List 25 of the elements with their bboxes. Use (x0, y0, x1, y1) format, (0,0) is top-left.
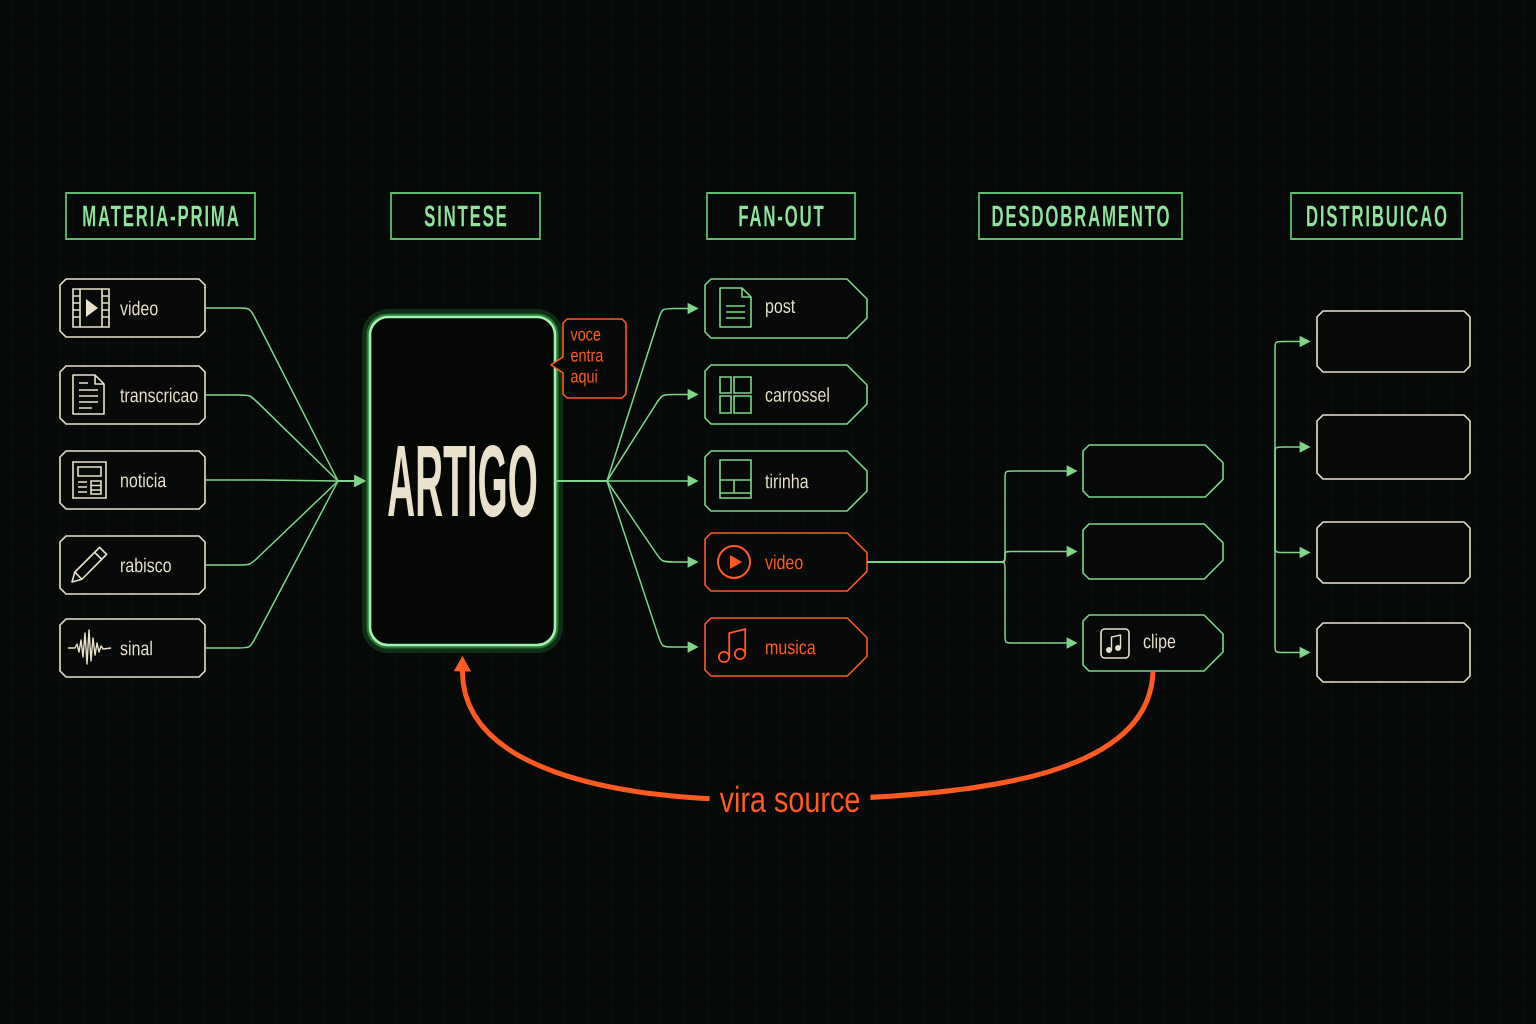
output-box: carrossel (704, 364, 868, 425)
input-box: noticia (59, 450, 206, 510)
empty-box (1082, 444, 1224, 498)
header-box: DISTRIBUICAO (1290, 192, 1463, 240)
output-box: post (704, 278, 868, 339)
header-box: MATERIA-PRIMA (65, 192, 256, 240)
input-box: rabisco (59, 535, 206, 595)
callout-bubble: voce entra aqui (550, 318, 627, 399)
input-box: transcricao (59, 365, 206, 425)
output-box: video (704, 532, 868, 592)
empty-box (1316, 521, 1471, 584)
input-box: video (59, 278, 206, 338)
header-box: DESDOBRAMENTO (978, 192, 1183, 240)
empty-box (1082, 523, 1224, 580)
empty-box (1316, 310, 1471, 373)
output-box: musica (704, 617, 868, 677)
empty-box (1316, 622, 1471, 683)
output-box: tirinha (704, 450, 868, 512)
article-box: ARTIGO (362, 309, 563, 653)
edge-label: vira source (709, 781, 871, 817)
output-box: clipe (1082, 614, 1224, 672)
header-box: FAN-OUT (706, 192, 856, 240)
input-box: sinal (59, 618, 206, 678)
empty-box (1316, 414, 1471, 480)
header-box: SINTESE (390, 192, 541, 240)
